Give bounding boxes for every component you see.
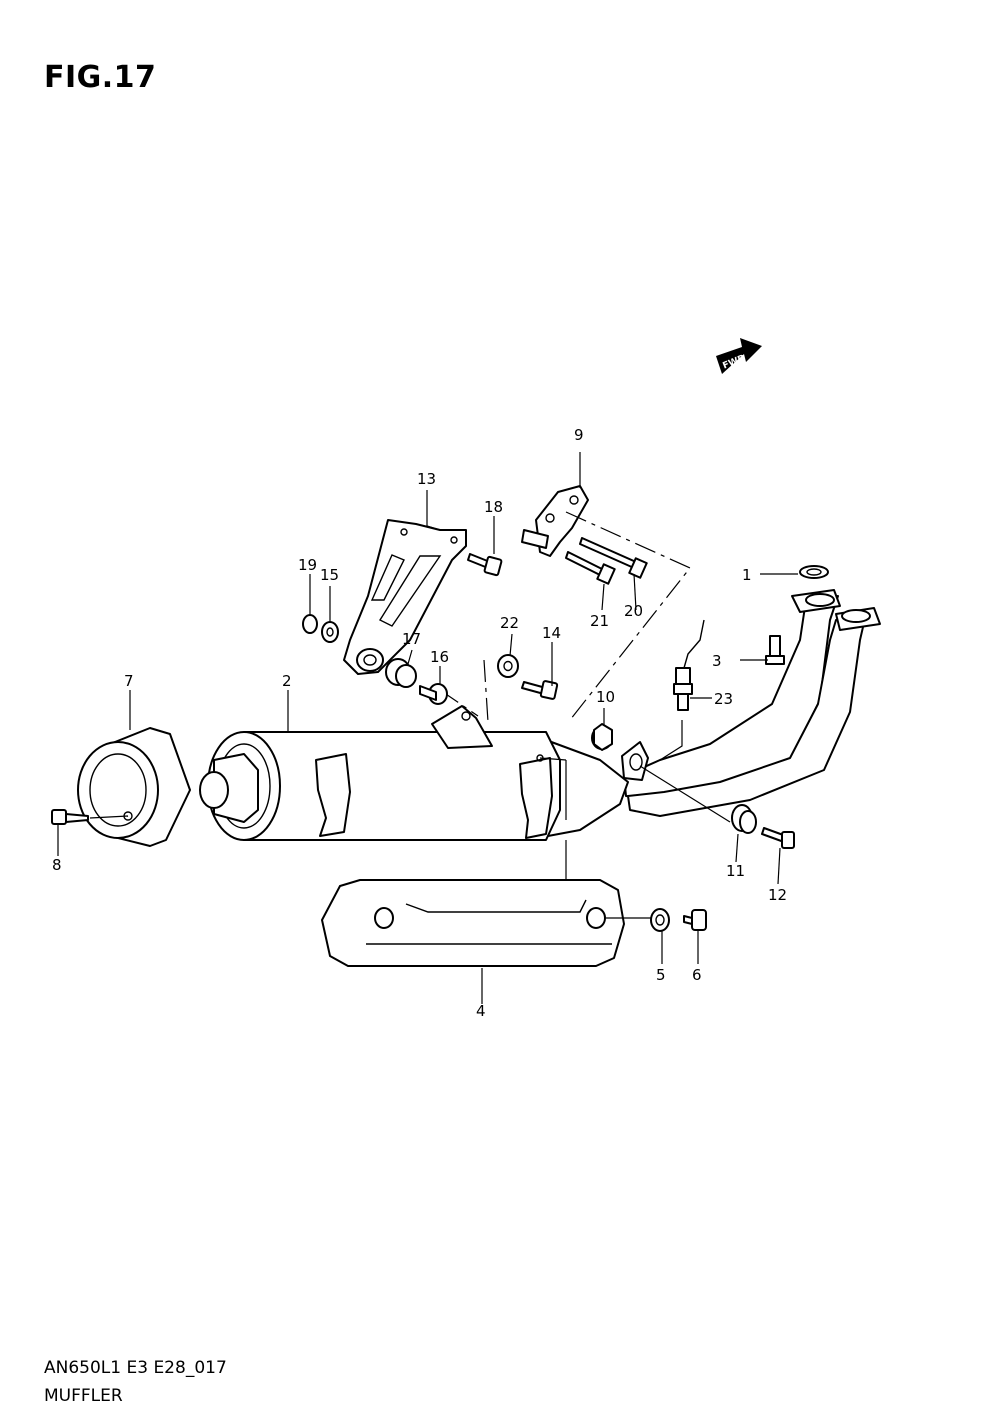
bolt-part — [521, 680, 559, 700]
callout-12: 12 — [768, 886, 787, 904]
nut-part — [302, 614, 318, 634]
washer-part — [497, 654, 519, 678]
callout-15: 15 — [320, 566, 339, 584]
bolt-part — [467, 553, 503, 577]
bolt-part — [683, 909, 707, 931]
callout-21: 21 — [590, 612, 609, 630]
muffler-end-cap-part — [77, 727, 191, 847]
callout-10: 10 — [596, 688, 615, 706]
callout-3: 3 — [712, 652, 722, 670]
figure-title: FIG.17 — [44, 60, 157, 95]
callout-23: 23 — [714, 690, 733, 708]
heat-shield-part — [321, 879, 625, 967]
callout-7: 7 — [124, 672, 134, 690]
collar-part — [419, 683, 448, 705]
leader-lines — [57, 452, 798, 1004]
callout-14: 14 — [542, 624, 561, 642]
exhaust-pipe-part — [623, 589, 881, 817]
oxygen-sensor-part — [673, 619, 705, 711]
nut-part — [650, 908, 670, 932]
bolt-part — [761, 827, 795, 849]
screw-part — [51, 809, 89, 825]
callout-20: 20 — [624, 602, 643, 620]
callout-4: 4 — [476, 1002, 486, 1020]
callout-2: 2 — [282, 672, 292, 690]
bracket-plate-part — [521, 485, 589, 557]
muffler-body-part — [199, 705, 561, 841]
collar-part — [591, 723, 613, 751]
callout-6: 6 — [692, 966, 702, 984]
callout-5: 5 — [656, 966, 666, 984]
gasket-part — [799, 565, 829, 579]
callout-labels: 1 2 3 4 5 6 7 8 9 10 11 12 13 14 15 16 1… — [52, 426, 787, 1020]
callout-1: 1 — [742, 566, 752, 584]
diagram-name: MUFFLER — [44, 1386, 123, 1406]
diagram-code: AN650L1 E3 E28_017 — [44, 1358, 227, 1378]
callout-13: 13 — [417, 470, 436, 488]
callout-11: 11 — [726, 862, 745, 880]
callout-9: 9 — [574, 426, 584, 444]
callout-8: 8 — [52, 856, 62, 874]
hanger-bracket — [621, 741, 649, 781]
callout-22: 22 — [500, 614, 519, 632]
callout-19: 19 — [298, 556, 317, 574]
washer-part — [321, 621, 339, 643]
stud-bolt-part — [765, 635, 785, 665]
callout-17: 17 — [402, 630, 421, 648]
long-bolt-part — [579, 537, 648, 579]
long-bolt-part — [565, 551, 616, 585]
bushing-part — [385, 658, 417, 688]
bracket-part — [343, 519, 467, 675]
fwd-arrow-icon: FWD — [716, 338, 762, 374]
callout-18: 18 — [484, 498, 503, 516]
grommet-part — [731, 804, 757, 834]
callout-16: 16 — [430, 648, 449, 666]
